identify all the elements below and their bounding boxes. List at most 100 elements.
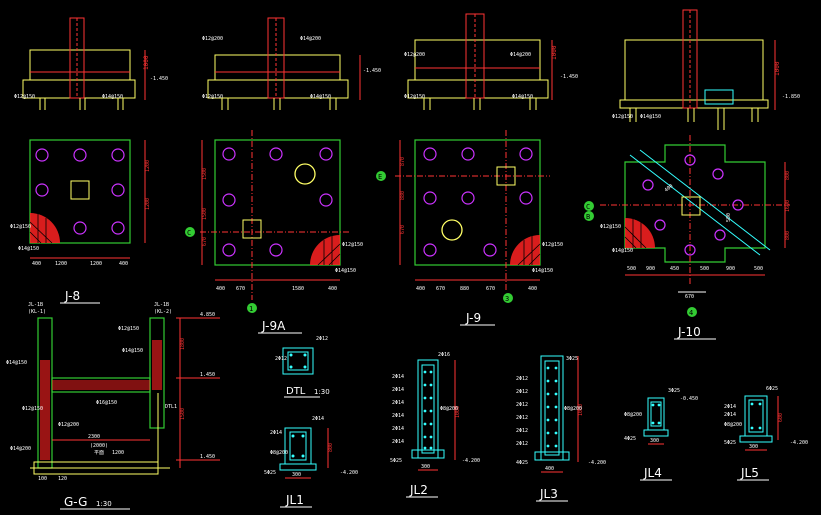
dim-text: 670 [685, 294, 694, 300]
axis-3-label: 3 [505, 295, 509, 303]
title-jl5: JL5 [740, 466, 759, 480]
rebar-label: 2Φ12 [275, 356, 287, 362]
rebar-label: 5Φ25 [724, 440, 736, 446]
dim-text: 500 [700, 266, 709, 272]
rebar-label: Φ14@150 [102, 94, 123, 100]
section-j9a-elevation: -1.450 Φ12@200 Φ14@200 Φ12@150 Φ14@150 [202, 17, 381, 110]
dim-text: 300 [421, 464, 430, 470]
dim-text: 1000 [774, 61, 781, 76]
rebar-label: Φ14@150 [122, 348, 143, 354]
dim-text: 1200 [112, 450, 124, 456]
dim-text: 400 [416, 286, 425, 292]
dim-text: 670 [236, 286, 245, 292]
section-jl2: 1000 300 2Φ16 2Φ14 2Φ14 2Φ14 2Φ14 2Φ14 2… [390, 352, 480, 498]
rebar-label: Φ14@150 [640, 114, 661, 120]
rebar-label: Φ12@150 [14, 94, 35, 100]
rebar-label: Φ12@150 [542, 242, 563, 248]
elev-text: -1.450 [150, 76, 168, 82]
elev-text: -1.450 [560, 74, 578, 80]
rebar-label: Φ14@150 [612, 248, 633, 254]
dim-text: 1200 [55, 261, 67, 267]
plan-j9a: 400 670 1580 400 1500 1500 670 C 1 Φ12@1… [185, 130, 363, 334]
rebar-label: Φ8@200 [724, 422, 742, 428]
dim-text: 1000 [551, 45, 558, 60]
axis-e-label: E [378, 173, 382, 181]
dim-text: 500 [754, 266, 763, 272]
dim-text: 400 [528, 286, 537, 292]
section-j8-elevation: 1000 -1.450 Φ12@150 Φ14@150 [14, 17, 168, 110]
rebar-label: Φ12@150 [22, 406, 43, 412]
title-dtl: DTL [286, 386, 306, 397]
section-jl3: 1000 400 3Φ25 2Φ12 2Φ12 2Φ12 2Φ12 2Φ12 2… [516, 355, 606, 502]
dim-text: 1580 [292, 286, 304, 292]
rebar-label: 2Φ12 [316, 336, 328, 342]
dim-text: 400 [664, 183, 675, 193]
rebar-label: Φ14@150 [6, 360, 27, 366]
rebar-label: 5Φ25 [264, 470, 276, 476]
elev-text: 1.450 [200, 454, 215, 460]
rebar-label: 3Φ25 [566, 356, 578, 362]
section-jl5: 600 300 6Φ25 2Φ14 2Φ14 Φ8@200 5Φ25 -4.20… [724, 386, 808, 481]
rebar-label: Φ14@150 [532, 268, 553, 274]
section-j10-elevation: 1000 -1.850 Φ12@150 Φ14@150 [612, 9, 800, 130]
dim-text: (2000) [90, 443, 108, 449]
rebar-label: 5Φ25 [390, 458, 402, 464]
dim-text: 300 [749, 444, 758, 450]
rebar-label: Φ14@200 [510, 52, 531, 58]
rebar-label: Φ12@150 [202, 94, 223, 100]
section-j9-elevation: 1000 -1.450 Φ12@200 Φ14@200 Φ12@150 Φ14@… [404, 13, 578, 110]
rebar-label: Φ12@150 [612, 114, 633, 120]
dim-text: 870 [400, 157, 406, 166]
plan-j9: 400 670 880 670 400 870 880 670 E 3 Φ12@… [376, 130, 563, 326]
elev-text: -4.200 [790, 440, 808, 446]
dim-text: 300 [292, 472, 301, 478]
title-j8: J-8 [64, 289, 80, 303]
dim-text: 450 [670, 266, 679, 272]
note-text: 120 [58, 476, 67, 482]
rebar-label: 4Φ25 [624, 436, 636, 442]
rebar-label: 2Φ12 [516, 415, 528, 421]
rebar-label: 2Φ14 [392, 439, 404, 445]
elev-text: -4.200 [462, 458, 480, 464]
rebar-label: 4Φ25 [516, 460, 528, 466]
dim-text: 1200 [145, 160, 151, 172]
axis-c-label: C [586, 203, 590, 211]
rebar-label: 2Φ12 [516, 441, 528, 447]
dim-text: 880 [460, 286, 469, 292]
rebar-label: 2Φ14 [392, 387, 404, 393]
rebar-label: 2Φ14 [724, 412, 736, 418]
dim-text: 1500 [202, 208, 208, 220]
dim-text: 400 [32, 261, 41, 267]
dim-text: 670 [436, 286, 445, 292]
dim-text: 880 [400, 191, 406, 200]
rebar-label: Φ16@150 [96, 400, 117, 406]
dim-text: 800 [328, 443, 334, 452]
detail-dtl: 2Φ12 2Φ12 DTL 1:30 [275, 336, 330, 398]
title-j10: J-10 [677, 325, 701, 339]
rebar-label: Φ12@200 [202, 36, 223, 42]
dim-text: 1000 [455, 406, 461, 418]
elev-text: 4.850 [200, 312, 215, 318]
rebar-label: Φ8@200 [564, 406, 582, 412]
rebar-label: 2Φ14 [724, 404, 736, 410]
title-jl2: JL2 [409, 483, 428, 497]
elev-text: -1.450 [363, 68, 381, 74]
dim-text: 平面 [94, 450, 104, 456]
rebar-label: 2Φ14 [392, 400, 404, 406]
rebar-label: 2Φ12 [516, 376, 528, 382]
rebar-label: 2Φ12 [516, 389, 528, 395]
rebar-label: 2Φ12 [516, 428, 528, 434]
rebar-label: Φ12@200 [404, 52, 425, 58]
dim-text: 670 [486, 286, 495, 292]
rebar-label: 2Φ14 [312, 416, 324, 422]
rebar-label: 2Φ16 [438, 352, 450, 358]
note-text: JL-1B [154, 302, 169, 308]
title-gg-scale: 1:30 [96, 500, 112, 508]
elev-text: -4.200 [588, 460, 606, 466]
title-j9a: J-9A [261, 319, 286, 333]
dim-text: 1500 [180, 408, 186, 420]
note-text: DTL1 [165, 404, 177, 410]
dim-text: 1000 [578, 404, 584, 416]
rebar-label: Φ12@150 [600, 224, 621, 230]
axis-4-label: 4 [689, 309, 693, 317]
